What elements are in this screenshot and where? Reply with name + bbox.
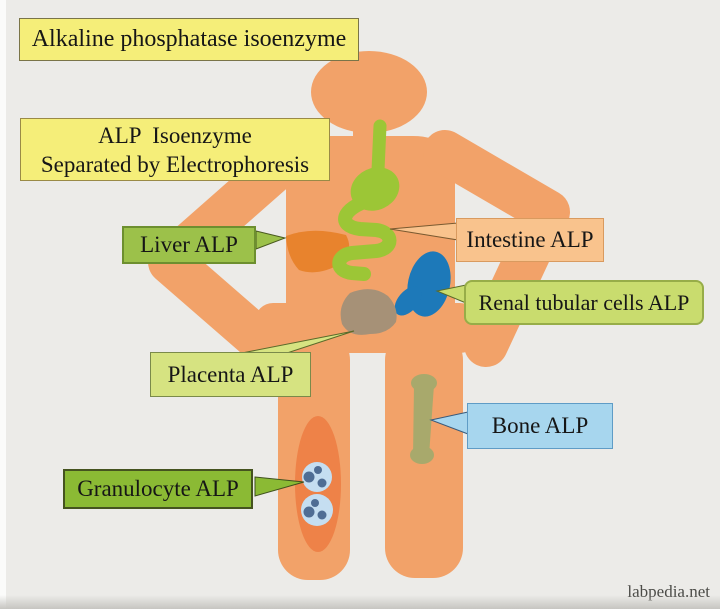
bottom-edge-shadow — [0, 595, 720, 609]
kidney-hilum-shape — [394, 286, 422, 316]
intestine-alp-label: Intestine ALP — [456, 218, 604, 262]
intestine-shape — [332, 193, 397, 281]
granulocyte-pointer — [254, 476, 305, 497]
subtitle-box: ALP Isoenzyme Separated by Electrophores… — [20, 118, 330, 181]
subtitle-line1: ALP Isoenzyme — [98, 122, 252, 148]
granulocyte-cells — [301, 462, 333, 526]
liver-alp-label: Liver ALP — [122, 226, 256, 264]
main-title-text: Alkaline phosphatase isoenzyme — [31, 26, 347, 52]
intestine-alp-text: Intestine ALP — [466, 227, 594, 252]
liver-pointer — [255, 230, 287, 250]
renal-alp-label: Renal tubular cells ALP — [464, 280, 704, 325]
bone-alp-text: Bone ALP — [491, 413, 589, 438]
placenta-alp-text: Placenta ALP — [167, 361, 294, 387]
liver-alp-text: Liver ALP — [140, 232, 238, 257]
renal-alp-text: Renal tubular cells ALP — [478, 289, 690, 315]
placenta-alp-label: Placenta ALP — [150, 352, 311, 397]
main-title-box: Alkaline phosphatase isoenzyme — [19, 18, 359, 61]
subtitle-line2: Separated by Electrophoresis — [40, 151, 310, 177]
placenta-shape — [340, 289, 397, 335]
granulocyte-alp-label: Granulocyte ALP — [63, 469, 253, 509]
head-shape — [311, 51, 427, 133]
granulocyte-alp-text: Granulocyte ALP — [77, 476, 239, 501]
bone-shape — [410, 374, 437, 464]
esophagus-shape — [371, 119, 387, 177]
left-edge-strip — [0, 0, 6, 609]
organs — [286, 119, 451, 552]
bone-alp-label: Bone ALP — [467, 403, 613, 449]
callout-pointers — [241, 222, 469, 497]
